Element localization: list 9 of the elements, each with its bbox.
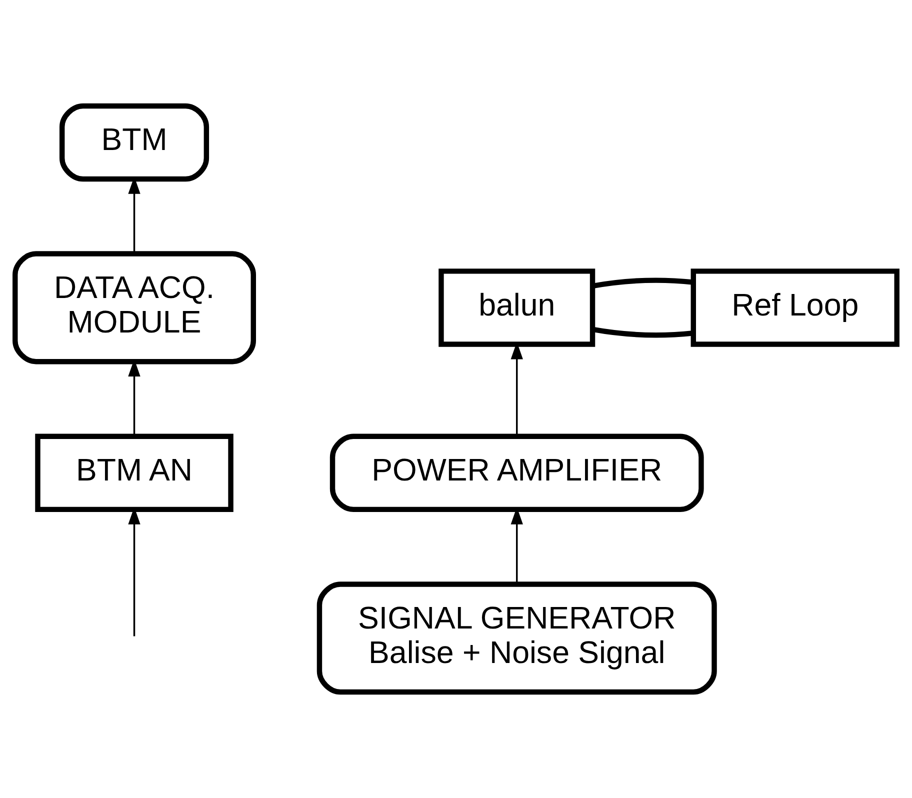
node-box: balun (438, 268, 596, 347)
node-box: Ref Loop (690, 268, 900, 347)
connector (592, 278, 694, 288)
connector (592, 326, 694, 338)
node-box: POWER AMPLIFIER (330, 434, 704, 512)
node-box: DATA ACQ. MODULE (12, 251, 256, 364)
node-box: SIGNAL GENERATOR Balise + Noise Signal (316, 582, 717, 695)
node-box: BTM (59, 103, 210, 182)
node-box: BTM AN (35, 434, 234, 512)
